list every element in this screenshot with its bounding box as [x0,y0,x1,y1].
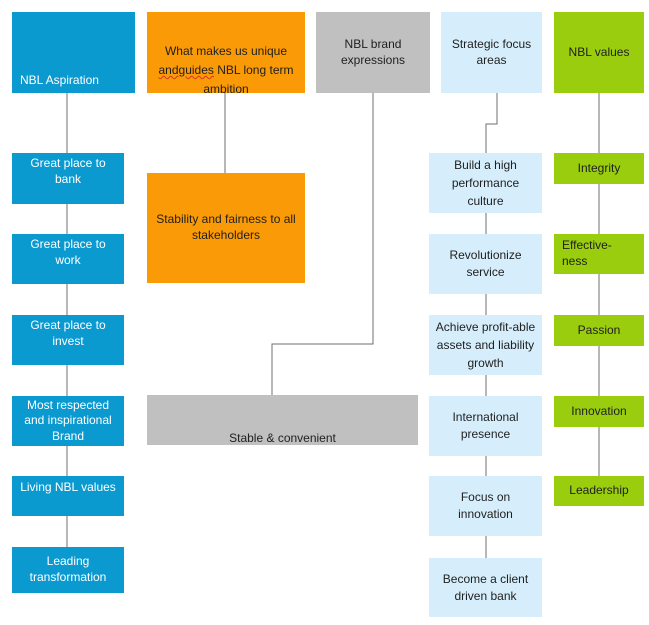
values-item: Passion [554,315,644,346]
brand-item: Stable & convenient [147,395,418,445]
aspiration-item: Great place to work [12,234,124,284]
values-header: NBL values [554,12,644,93]
strategic-item: Become a client driven bank [429,558,542,617]
brand-header-text: NBL brand expressions [340,36,406,67]
values-item-label: Leadership [569,483,629,498]
strategic-item-label: Build a high performance culture [451,158,520,208]
values-item-label: Passion [577,322,621,337]
aspiration-item: Great place to invest [12,315,124,365]
aspiration-item: Leading transformation [12,547,124,593]
unique-header-line1: What makes us unique [164,44,288,58]
aspiration-header: NBL Aspiration [12,12,135,93]
aspiration-item-label: Most respected and inspirational Brand [24,397,112,443]
values-item-label: Effective-ness [562,238,612,268]
aspiration-item-label: Great place to work [30,237,106,267]
aspiration-item: Great place to bank [12,153,124,204]
values-item: Effective-ness [554,234,644,274]
brand-header: NBL brand expressions [316,12,430,93]
unique-item: Stability and fairness to all stakeholde… [147,173,305,283]
strategic-item-label: Focus on innovation [458,490,513,521]
aspiration-item-label: Great place to invest [30,318,106,348]
strategic-item: Achieve profit-able assets and liability… [429,315,542,375]
unique-header-line3: ambition [203,82,249,93]
brand-item-label: Stable & convenient [229,431,336,445]
strategic-item-label: International presence [452,410,519,441]
strategic-item-label: Achieve profit-able assets and liability… [435,320,536,370]
aspiration-item-label: Leading transformation [29,554,107,584]
strategic-item-label: Become a client driven bank [442,571,529,603]
strategic-item-label: Revolutionize service [449,248,522,279]
strategic-header-text: Strategic focus areas [451,36,532,67]
strategic-item: International presence [429,396,542,456]
values-header-text: NBL values [568,44,630,59]
values-item-label: Integrity [577,160,621,175]
aspiration-item-label: Living NBL values [20,480,116,494]
values-item: Innovation [554,396,644,427]
aspiration-header-text: NBL Aspiration [20,73,99,88]
unique-header-line2-rest: NBL long term [213,63,294,77]
unique-header-misspelled-word: andguides [158,63,214,77]
aspiration-item: Living NBL values [12,476,124,516]
aspiration-item-label: Great place to bank [30,156,106,186]
values-item-label: Innovation [571,403,627,418]
values-item: Integrity [554,153,644,184]
unique-item-label: Stability and fairness to all stakeholde… [156,212,296,242]
unique-header: What makes us unique andguides NBL long … [147,12,305,93]
unique-header-line2: andguides NBL long term [159,61,294,80]
aspiration-item: Most respected and inspirational Brand [12,396,124,446]
strategic-item: Build a high performance culture [429,153,542,213]
strategic-header: Strategic focus areas [441,12,542,93]
strategic-item: Revolutionize service [429,234,542,294]
strategic-item: Focus on innovation [429,476,542,536]
values-item: Leadership [554,476,644,506]
